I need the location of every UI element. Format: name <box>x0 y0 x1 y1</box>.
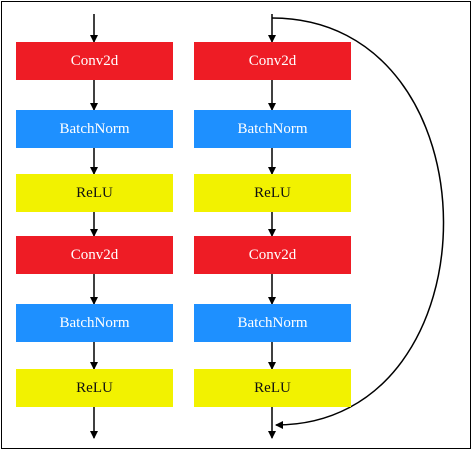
left-relu-block-1: ReLU <box>16 174 173 212</box>
right-conv2d-block-2: Conv2d <box>194 236 351 274</box>
right-batchnorm-block-1: BatchNorm <box>194 110 351 148</box>
layer-label: Conv2d <box>248 52 297 69</box>
left-conv2d-block-2: Conv2d <box>16 236 173 274</box>
left-batchnorm-block-1: BatchNorm <box>16 110 173 148</box>
right-batchnorm-block-2: BatchNorm <box>194 304 351 342</box>
layer-label: ReLU <box>76 379 113 396</box>
skip-connection-arrow <box>271 17 445 429</box>
right-relu-block-1: ReLU <box>194 174 351 212</box>
layer-label: Conv2d <box>248 246 297 263</box>
layer-label: BatchNorm <box>237 314 308 331</box>
right-conv2d-block-1: Conv2d <box>194 42 351 80</box>
layer-label: BatchNorm <box>237 120 308 137</box>
left-relu-block-2: ReLU <box>16 369 173 407</box>
layer-label: BatchNorm <box>59 314 130 331</box>
layer-label: BatchNorm <box>59 120 130 137</box>
layer-label: Conv2d <box>70 246 119 263</box>
layer-label: Conv2d <box>70 52 119 69</box>
layer-label: ReLU <box>76 184 113 201</box>
layer-label: ReLU <box>254 184 291 201</box>
left-conv2d-block-1: Conv2d <box>16 42 173 80</box>
left-batchnorm-block-2: BatchNorm <box>16 304 173 342</box>
right-relu-block-2: ReLU <box>194 369 351 407</box>
layer-label: ReLU <box>254 379 291 396</box>
